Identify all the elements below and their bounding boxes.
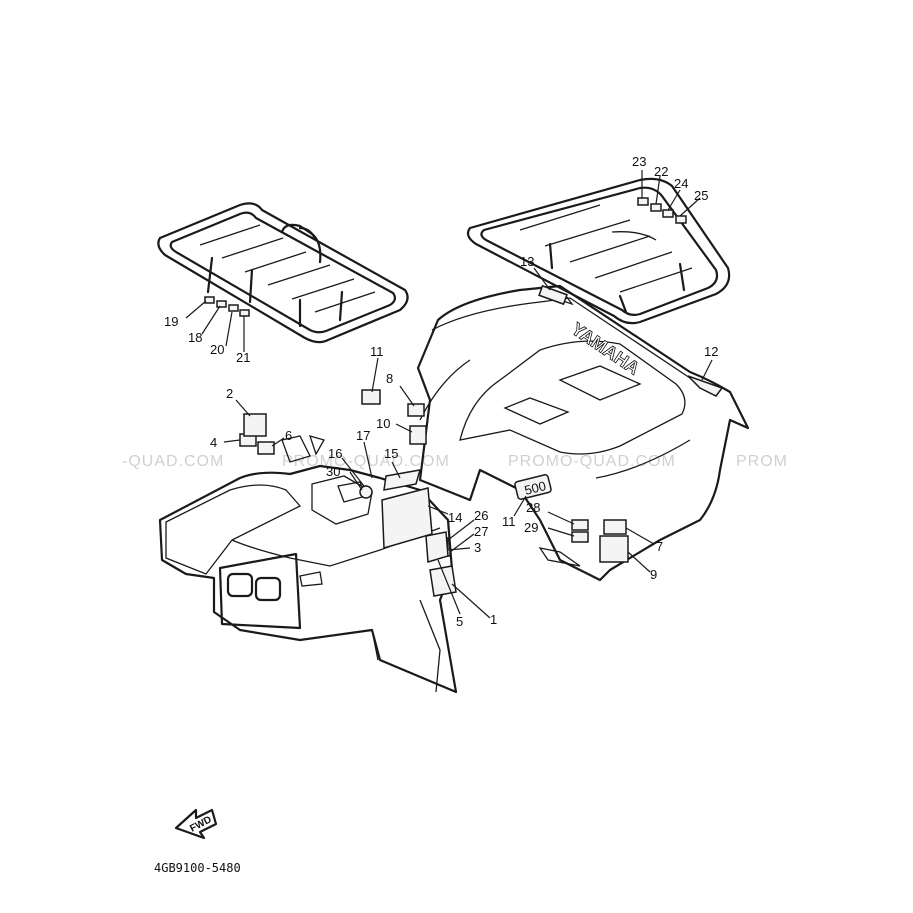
- watermark-2: PROMO-QUAD.COM: [282, 453, 450, 470]
- callout-28: 28: [526, 500, 540, 515]
- callout-25: 25: [694, 188, 708, 203]
- callout-3: 3: [474, 540, 481, 555]
- badge-500-text: 500: [523, 478, 548, 498]
- decal-22: [650, 203, 662, 212]
- front-fender: [158, 435, 458, 694]
- decal-2: [243, 413, 267, 437]
- callout-17: 17: [356, 428, 370, 443]
- callout-24: 24: [674, 176, 688, 191]
- watermark-strip: -QUAD.COM PROMO-QUAD.COM PROMO-QUAD.COM …: [122, 453, 788, 470]
- front-carrier-rack: [157, 202, 409, 344]
- leader-lines: [185, 170, 713, 619]
- decal-13: [538, 284, 568, 306]
- callout-10: 10: [376, 416, 390, 431]
- decal-15: [383, 469, 422, 491]
- callout-13: 13: [520, 254, 534, 269]
- decal-28: [571, 519, 589, 531]
- watermark-3: PROMO-QUAD.COM: [508, 453, 676, 470]
- callout-27: 27: [474, 524, 488, 539]
- callout-6: 6: [285, 428, 292, 443]
- callout-21: 21: [236, 350, 250, 365]
- callout-22: 22: [654, 164, 668, 179]
- decal-7: [603, 519, 627, 535]
- callout-7: 7: [656, 539, 663, 554]
- badge-500: [514, 474, 552, 500]
- callout-16: 16: [328, 446, 342, 461]
- callout-4: 4: [210, 435, 217, 450]
- callout-11-rear: 11: [502, 514, 516, 529]
- watermark-4: PROM: [736, 453, 788, 470]
- fwd-arrow: FWD: [174, 808, 218, 840]
- callout-12: 12: [704, 344, 718, 359]
- callout-23: 23: [632, 154, 646, 169]
- watermark-1: -QUAD.COM: [122, 453, 224, 470]
- decal-19: [216, 300, 227, 308]
- callout-2: 2: [226, 386, 233, 401]
- callout-8: 8: [386, 371, 393, 386]
- front-rack-decals: [204, 296, 250, 317]
- callout-11-front: 11: [370, 344, 384, 359]
- decal-9: [599, 535, 629, 563]
- callout-29: 29: [524, 520, 538, 535]
- rear-rack-decals: [637, 197, 687, 224]
- decal-20: [228, 304, 239, 312]
- decal-24: [662, 209, 674, 218]
- callout-numbers: 1 2 3 4 5 6 7 8 9 10 11 11 12 13 14 15 1…: [164, 154, 718, 629]
- rear-carrier-rack: [466, 177, 731, 325]
- decal-10: [409, 425, 427, 445]
- decal-3: [425, 531, 449, 563]
- decal-14: [381, 487, 433, 549]
- yamaha-fender-logo: YAMAHA: [568, 319, 643, 379]
- callout-9: 9: [650, 567, 657, 582]
- decal-6: [257, 441, 275, 455]
- callout-19: 19: [164, 314, 178, 329]
- diagram-code: 4GB9100-5480: [154, 861, 241, 875]
- callout-5: 5: [456, 614, 463, 629]
- callout-14: 14: [448, 510, 462, 525]
- rear-fender-decals: 500: [361, 284, 724, 563]
- decal-25: [675, 215, 687, 224]
- callout-15: 15: [384, 446, 398, 461]
- decal-12: [687, 375, 724, 397]
- callout-1: 1: [490, 612, 497, 627]
- decal-30: [359, 485, 373, 499]
- callout-26: 26: [474, 508, 488, 523]
- decal-1: [429, 565, 457, 597]
- decal-21: [239, 309, 250, 317]
- decal-11-front: [361, 389, 381, 405]
- callout-20: 20: [210, 342, 224, 357]
- front-fender-decals: [239, 413, 457, 597]
- decal-29: [571, 531, 589, 543]
- decal-8: [407, 403, 425, 417]
- decal-23: [637, 197, 649, 206]
- callout-30: 30: [326, 464, 340, 479]
- callout-18: 18: [188, 330, 202, 345]
- decal-18: [204, 296, 215, 304]
